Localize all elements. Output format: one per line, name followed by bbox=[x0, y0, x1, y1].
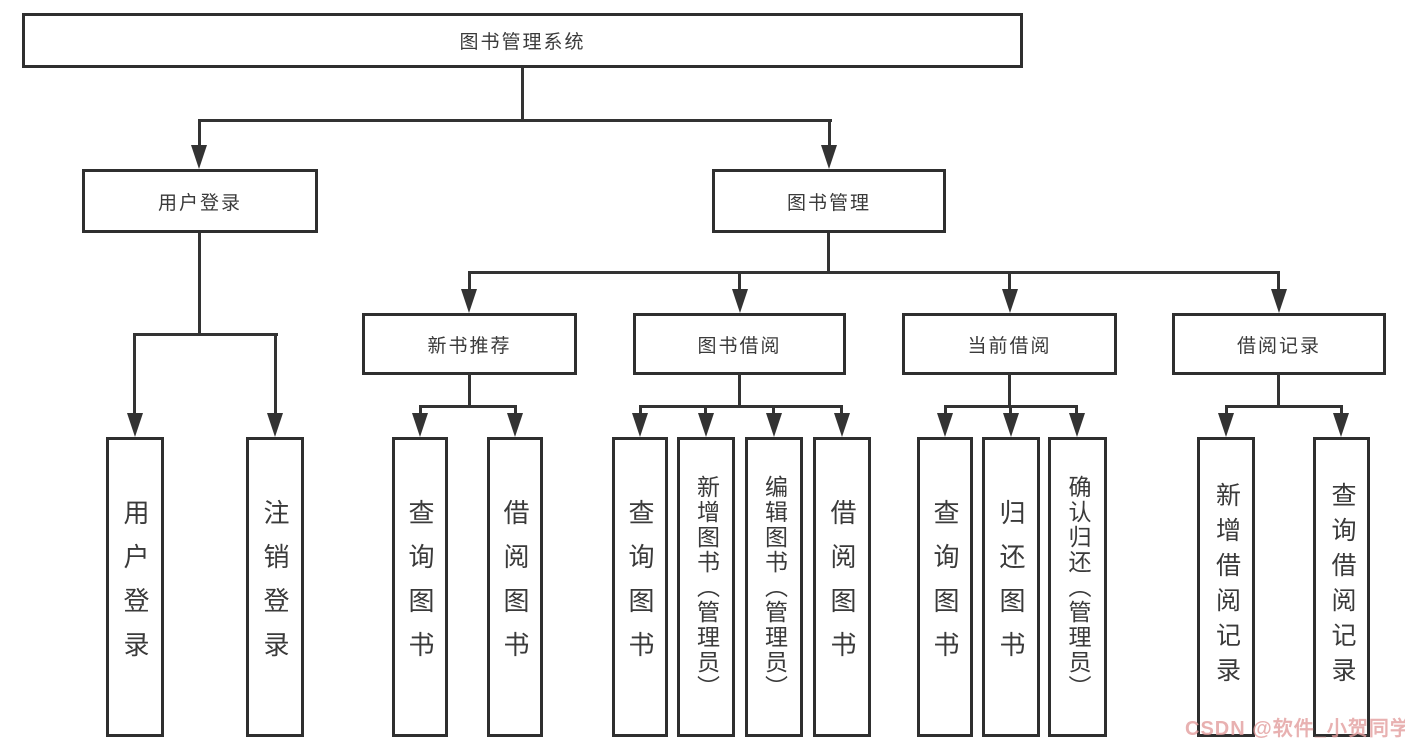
arrowhead bbox=[412, 413, 428, 437]
connector-line bbox=[419, 405, 422, 415]
node-current-borrow: 当前借阅 bbox=[902, 313, 1117, 375]
connector-line bbox=[1075, 405, 1078, 415]
node-label: 当前借阅 bbox=[967, 335, 1052, 357]
connector-line bbox=[772, 405, 775, 415]
connector-line bbox=[840, 405, 843, 415]
node-label: 图书管理 bbox=[786, 192, 871, 214]
connector-line bbox=[198, 119, 832, 122]
arrowhead bbox=[1218, 413, 1234, 437]
node-label: 新增借阅记录 bbox=[1212, 482, 1241, 692]
connector-line bbox=[1008, 271, 1011, 291]
arrowhead bbox=[191, 145, 207, 169]
arrowhead bbox=[937, 413, 953, 437]
node-label: 编辑图书（管理员） bbox=[761, 474, 788, 700]
connector-line bbox=[468, 373, 471, 407]
node-label: 查询图书 bbox=[625, 499, 655, 675]
connector-line bbox=[639, 405, 843, 408]
node-logout-leaf: 注销登录 bbox=[246, 437, 304, 737]
arrowhead bbox=[1002, 289, 1018, 313]
node-borrow-books-leaf: 借阅图书 bbox=[813, 437, 871, 737]
node-label: 借阅图书 bbox=[500, 499, 530, 675]
arrowhead bbox=[821, 145, 837, 169]
node-edit-book-admin: 编辑图书（管理员） bbox=[745, 437, 803, 737]
node-label: 图书借阅 bbox=[697, 335, 782, 357]
node-label: 借阅记录 bbox=[1236, 335, 1321, 357]
connector-line bbox=[1009, 405, 1012, 415]
connector-line bbox=[133, 333, 136, 413]
node-user-login-branch: 用户登录 bbox=[82, 169, 318, 233]
arrowhead bbox=[267, 413, 283, 437]
node-borrow-books-recommend: 借阅图书 bbox=[487, 437, 543, 737]
node-add-borrow-record: 新增借阅记录 bbox=[1197, 437, 1255, 737]
connector-line bbox=[1225, 405, 1342, 408]
node-label: 注销登录 bbox=[260, 499, 290, 675]
node-query-books-recommend: 查询图书 bbox=[392, 437, 448, 737]
node-book-borrow: 图书借阅 bbox=[633, 313, 846, 375]
connector-line bbox=[133, 333, 278, 336]
connector-line bbox=[521, 68, 524, 121]
node-new-book-recommend: 新书推荐 bbox=[362, 313, 577, 375]
node-user-login-leaf: 用户登录 bbox=[106, 437, 164, 737]
connector-line bbox=[419, 405, 517, 408]
connector-line bbox=[828, 119, 831, 149]
node-label: 查询图书 bbox=[405, 499, 435, 675]
node-label: 新书推荐 bbox=[427, 335, 512, 357]
arrowhead bbox=[507, 413, 523, 437]
connector-line bbox=[639, 405, 642, 415]
node-label: 确认归还（管理员） bbox=[1065, 474, 1091, 700]
connector-line bbox=[198, 119, 201, 149]
arrowhead bbox=[1333, 413, 1349, 437]
node-label: 图书管理系统 bbox=[459, 32, 586, 53]
connector-line bbox=[1340, 405, 1343, 415]
node-library-system-root: 图书管理系统 bbox=[22, 13, 1023, 68]
connector-line bbox=[468, 271, 1280, 274]
connector-line bbox=[738, 271, 741, 291]
node-label: 归还图书 bbox=[996, 499, 1026, 675]
arrowhead bbox=[632, 413, 648, 437]
connector-line bbox=[1277, 373, 1280, 407]
arrowhead bbox=[698, 413, 714, 437]
arrowhead bbox=[766, 413, 782, 437]
connector-line bbox=[944, 405, 947, 415]
node-borrow-records: 借阅记录 bbox=[1172, 313, 1386, 375]
node-query-books-borrow: 查询图书 bbox=[612, 437, 668, 737]
arrowhead bbox=[1271, 289, 1287, 313]
arrowhead bbox=[127, 413, 143, 437]
connector-line bbox=[827, 233, 830, 273]
node-label: 用户登录 bbox=[120, 499, 150, 675]
node-label: 查询图书 bbox=[930, 499, 960, 675]
node-return-books: 归还图书 bbox=[982, 437, 1040, 737]
connector-line bbox=[1225, 405, 1228, 415]
node-label: 查询借阅记录 bbox=[1328, 482, 1356, 692]
connector-line bbox=[1277, 271, 1280, 291]
node-query-borrow-record: 查询借阅记录 bbox=[1313, 437, 1370, 737]
connector-line bbox=[1008, 373, 1011, 407]
node-query-books-current: 查询图书 bbox=[917, 437, 973, 737]
connector-line bbox=[274, 333, 277, 413]
arrowhead bbox=[834, 413, 850, 437]
arrowhead bbox=[461, 289, 477, 313]
node-add-book-admin: 新增图书（管理员） bbox=[677, 437, 735, 737]
node-confirm-return-admin: 确认归还（管理员） bbox=[1048, 437, 1107, 737]
node-label: 借阅图书 bbox=[827, 499, 857, 675]
arrowhead bbox=[1069, 413, 1085, 437]
arrowhead bbox=[1003, 413, 1019, 437]
node-label: 新增图书（管理员） bbox=[693, 474, 720, 700]
connector-line bbox=[514, 405, 517, 415]
connector-line bbox=[704, 405, 707, 415]
connector-line bbox=[468, 271, 471, 291]
arrowhead bbox=[732, 289, 748, 313]
connector-line bbox=[738, 373, 741, 407]
node-label: 用户登录 bbox=[157, 192, 242, 214]
node-book-management-branch: 图书管理 bbox=[712, 169, 946, 233]
connector-line bbox=[198, 233, 201, 335]
